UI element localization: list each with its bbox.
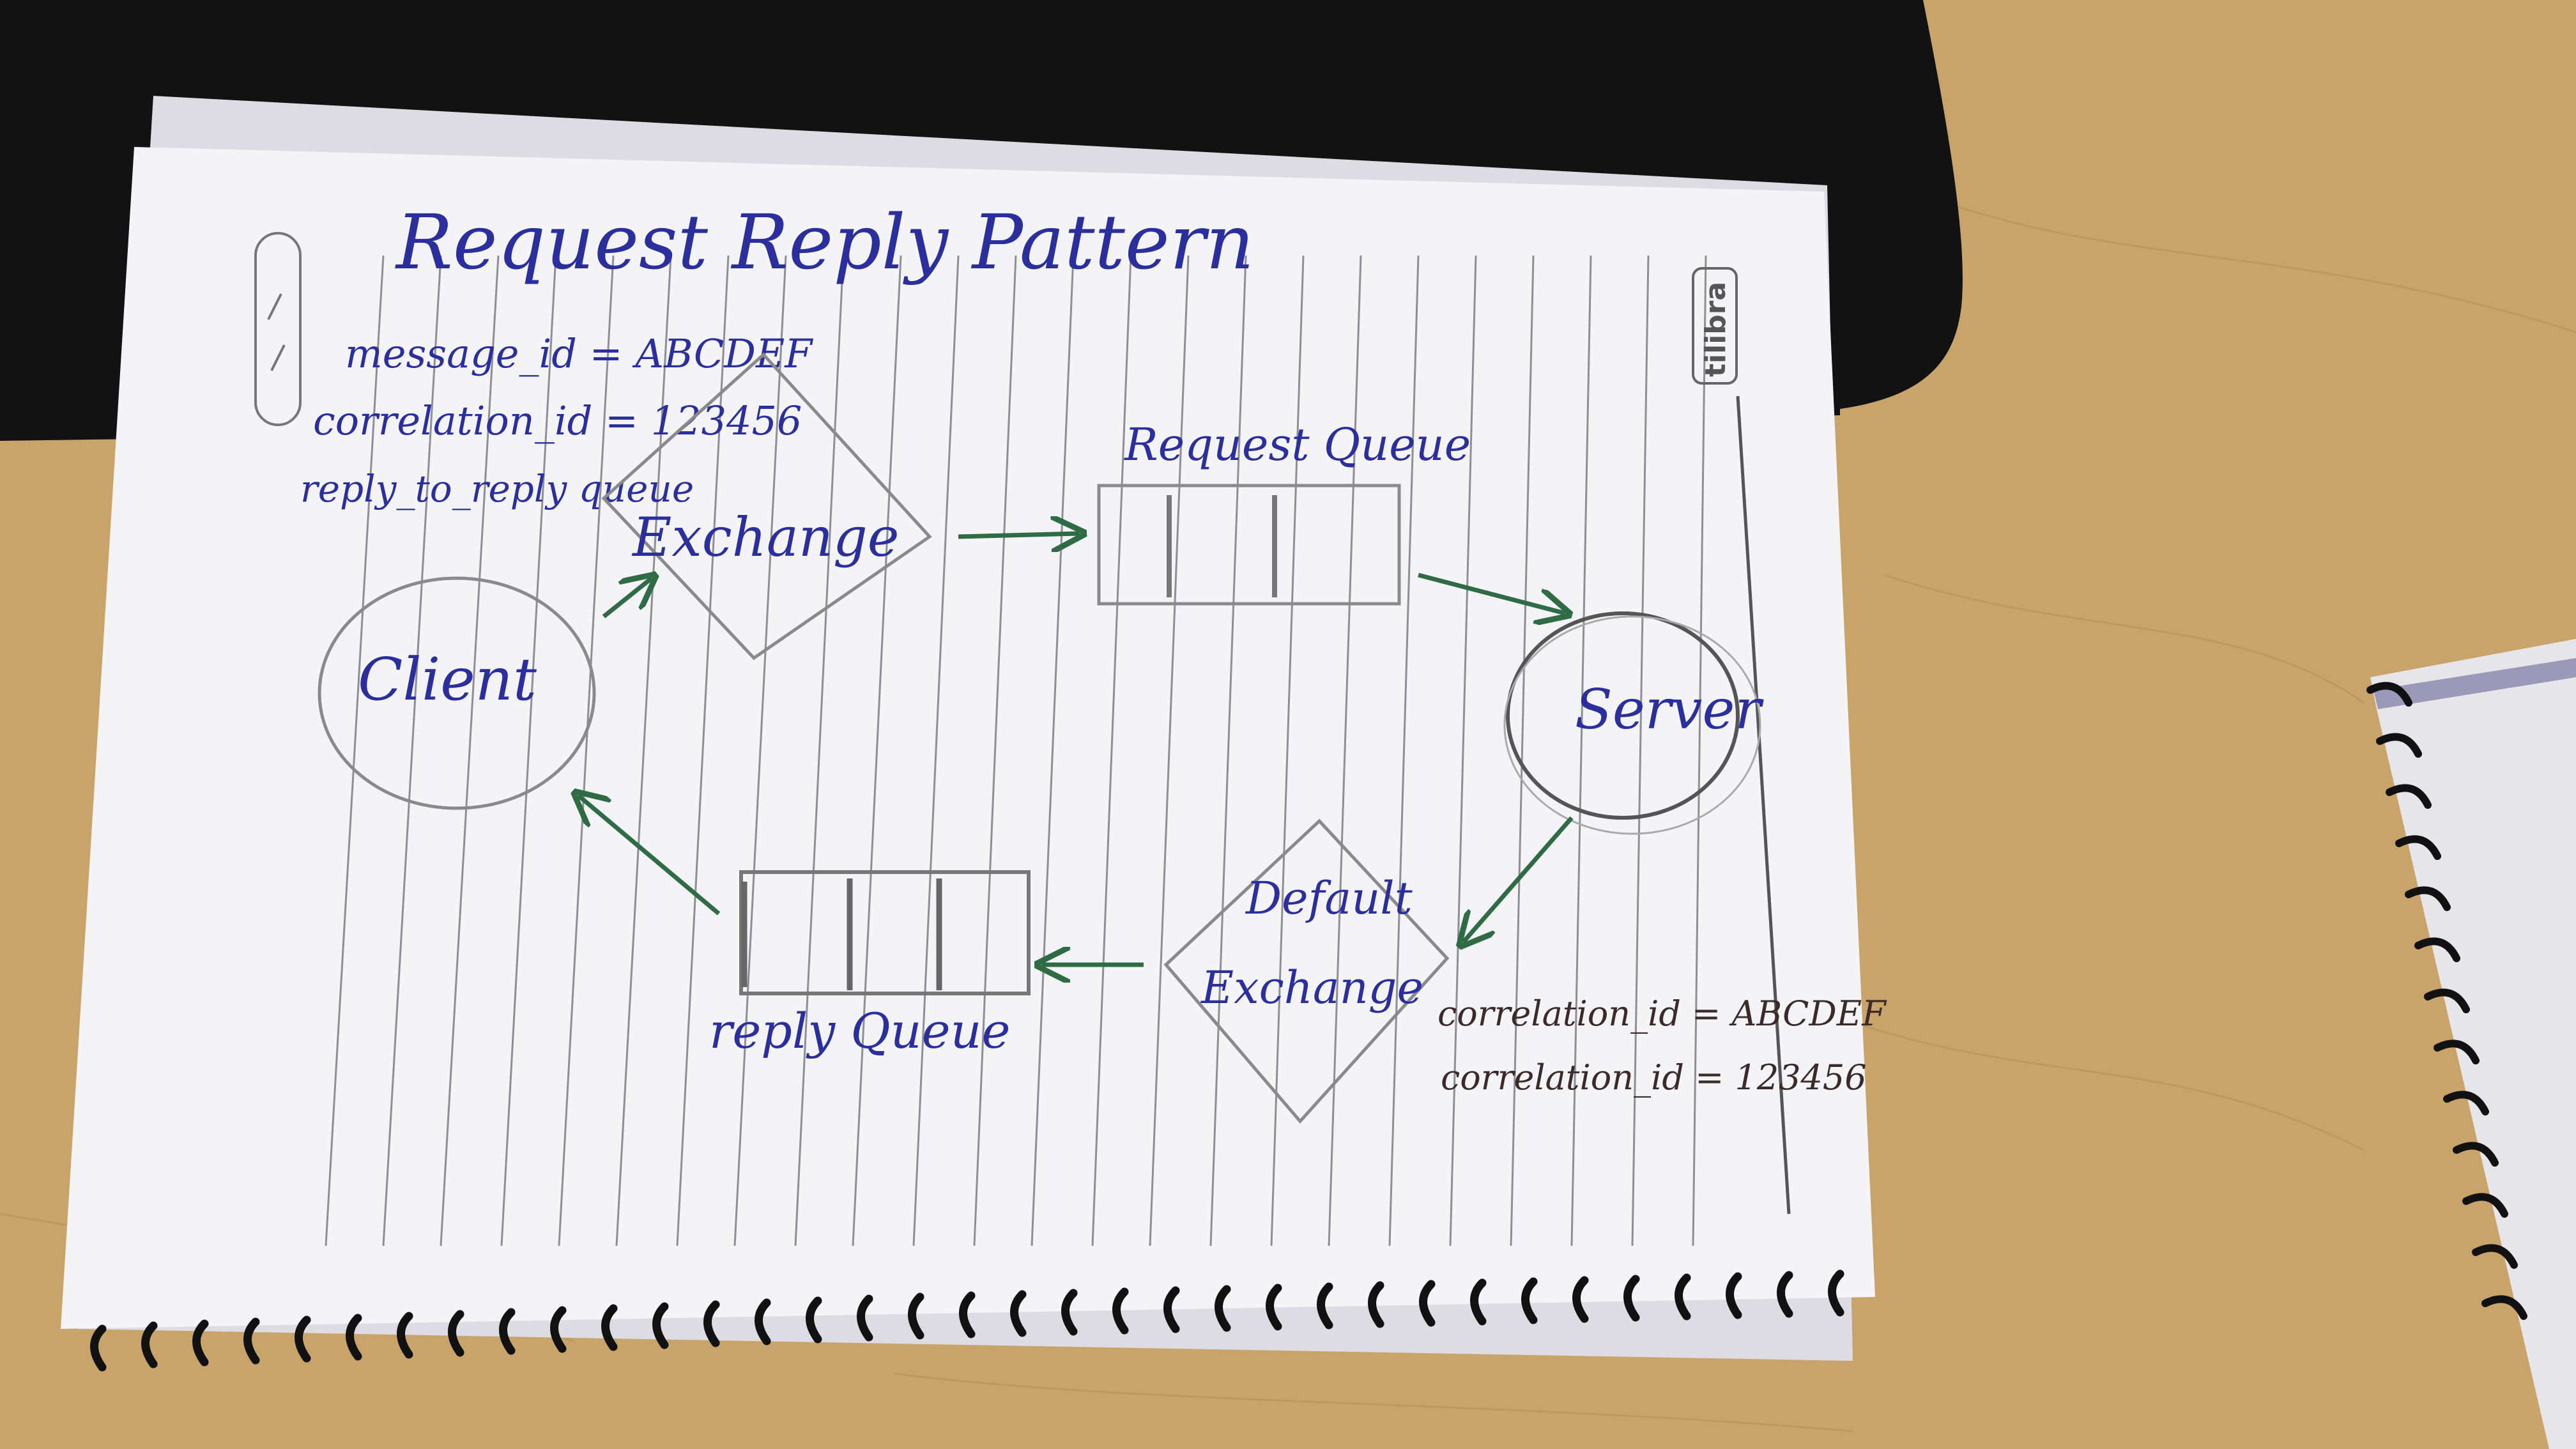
ruled-lines: [325, 255, 1707, 1246]
default-exchange-label-2: Exchange: [1200, 962, 1423, 1014]
arrow-reply-queue-to-client: [578, 795, 721, 916]
arrow-exchange-to-request-queue: [958, 533, 1080, 537]
note-message-id: message_id = ABCDEF: [345, 330, 813, 377]
note-correlation-1: correlation_id = ABCDEF: [1438, 993, 1887, 1034]
note-reply-to: reply_to_reply queue: [300, 467, 694, 510]
reply-queue-node: [739, 870, 1031, 995]
default-exchange-node: [1163, 818, 1450, 1124]
spiral-binding: [90, 1269, 1844, 1372]
exchange-label: Exchange: [631, 506, 900, 569]
default-exchange-label-1: Default: [1245, 872, 1413, 924]
request-queue-label: Request Queue: [1123, 418, 1471, 471]
request-queue-slots: [1167, 495, 1277, 597]
reply-queue-slots: [741, 878, 942, 990]
reply-queue-label: reply Queue: [709, 1002, 1011, 1059]
client-label: Client: [358, 645, 537, 714]
server-node-sketch: [1503, 615, 1761, 835]
client-node: [318, 576, 596, 810]
date-slashes: [267, 293, 286, 371]
notebook-page: [61, 147, 1875, 1329]
flow-arrows: [578, 533, 1572, 965]
second-notebook: [2366, 639, 2576, 1449]
note-correlation-2: correlation_id = 123456: [1441, 1057, 1867, 1098]
exchange-node: [601, 352, 932, 661]
request-queue-node: [1097, 484, 1401, 606]
arrow-server-to-default-exchange: [1463, 816, 1574, 942]
page-title: Request Reply Pattern: [395, 198, 1254, 286]
arrow-request-queue-to-server: [1418, 572, 1565, 613]
server-node: [1506, 611, 1740, 820]
date-box: [254, 232, 302, 426]
server-label: Server: [1575, 678, 1764, 742]
brand-tag: [1692, 267, 1738, 385]
brand-text: tilibra: [1699, 282, 1732, 377]
arrow-client-to-exchange: [602, 578, 652, 618]
note-correlation-id: correlation_id = 123456: [313, 397, 802, 444]
margin-line: [1736, 395, 1791, 1215]
